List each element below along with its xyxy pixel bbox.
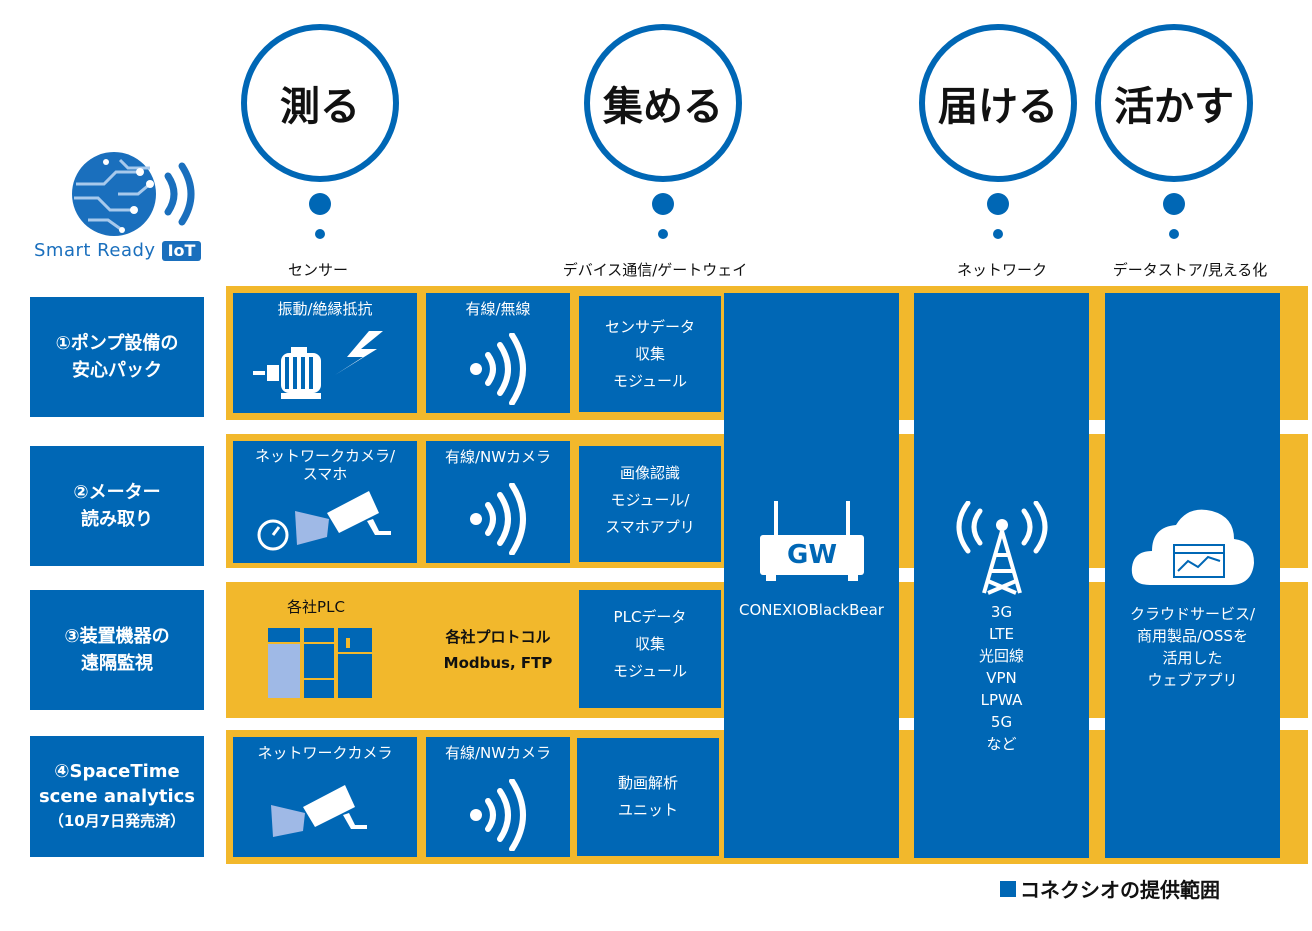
- stage-circle-collect: 集める: [584, 24, 742, 182]
- connector-dot: [993, 229, 1003, 239]
- module-cell-row2: 画像認識 モジュール/ スマホアプリ: [579, 446, 721, 562]
- connector-dot: [1169, 229, 1179, 239]
- logo-badge: IoT: [161, 240, 202, 261]
- comm-cell-row2: 有線/NWカメラ: [426, 441, 570, 563]
- row-label-meter: ②メーター読み取り: [30, 446, 204, 566]
- module-cell-row4: 動画解析 ユニット: [577, 738, 719, 856]
- motor-icon: [253, 331, 383, 399]
- stage-label-gateway: デバイス通信/ゲートウェイ: [562, 261, 748, 279]
- wireless-signal-icon: [470, 779, 526, 851]
- router-icon: [760, 501, 864, 581]
- comm-cell-row1: 有線/無線: [426, 293, 570, 413]
- connector-dot: [309, 193, 331, 215]
- security-camera-icon: [271, 785, 367, 837]
- plc-unit-icon: [268, 628, 372, 698]
- stage-label-sensor: センサー: [287, 261, 348, 279]
- legend-label: コネクシオの提供範囲: [1020, 878, 1220, 902]
- gateway-badge: GW: [786, 540, 838, 570]
- sensor-cell-vibration: 振動/絶縁抵抗: [233, 293, 417, 413]
- row-label-equipment: ③装置機器の遠隔監視: [30, 590, 204, 710]
- connector-dot: [658, 229, 668, 239]
- module-cell-row3: PLCデータ 収集 モジュール: [579, 590, 721, 708]
- cell-tower-icon: [956, 501, 1048, 595]
- network-list: 3G LTE 光回線 VPN LPWA 5G など: [978, 603, 1024, 753]
- comm-label-protocols: 各社プロトコル Modbus, FTP: [443, 628, 553, 672]
- meter-camera-icon: [257, 491, 391, 551]
- connector-dot: [1163, 193, 1185, 215]
- connector-dot: [652, 193, 674, 215]
- stage-circle-measure: 測る: [241, 24, 399, 182]
- gateway-column: GW CONEXIOBlackBear: [724, 293, 899, 858]
- network-column: 3G LTE 光回線 VPN LPWA 5G など: [914, 293, 1089, 858]
- module-cell-row1: センサデータ 収集 モジュール: [579, 296, 721, 412]
- sensor-label-plc: 各社PLC: [287, 598, 345, 616]
- smart-ready-iot-logo: Smart Ready IoT: [34, 146, 226, 266]
- legend-swatch: [1000, 880, 1016, 897]
- cloud-dashboard-icon: [1131, 509, 1254, 585]
- connector-dot: [315, 229, 325, 239]
- stage-circle-utilize: 活かす: [1095, 24, 1253, 182]
- sensor-cell-camera-phone: ネットワークカメラ/ スマホ: [233, 441, 417, 563]
- cloud-column: クラウドサービス/ 商用製品/OSSを 活用した ウェブアプリ: [1105, 293, 1280, 858]
- wireless-signal-icon: [470, 333, 526, 405]
- logo-text: Smart Ready: [34, 240, 156, 261]
- stage-circle-deliver: 届ける: [919, 24, 1077, 182]
- comm-cell-row4: 有線/NWカメラ: [426, 737, 570, 857]
- row-label-spacetime: ④SpaceTime scene analytics （10月7日発売済）: [30, 736, 204, 857]
- stage-label-datastore: データストア/見える化: [1112, 261, 1268, 279]
- globe-circuit-icon: [72, 152, 195, 236]
- connector-dot: [987, 193, 1009, 215]
- wireless-signal-icon: [470, 483, 526, 555]
- gateway-name: CONEXIOBlackBear: [739, 601, 884, 619]
- row-label-pump: ①ポンプ設備の安心パック: [30, 297, 204, 417]
- stage-label-network: ネットワーク: [956, 261, 1047, 279]
- cloud-description: クラウドサービス/ 商用製品/OSSを 活用した ウェブアプリ: [1129, 605, 1256, 689]
- sensor-cell-network-camera: ネットワークカメラ: [233, 737, 417, 857]
- legend: コネクシオの提供範囲: [1000, 874, 1220, 903]
